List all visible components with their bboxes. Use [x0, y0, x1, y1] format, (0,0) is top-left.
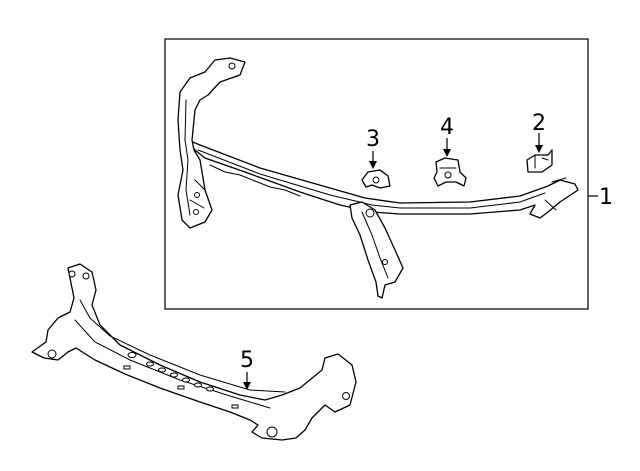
bracket-2-part[interactable]: [526, 149, 553, 173]
callout-2-arrow-icon: [535, 145, 543, 153]
lower-tie-bar-part[interactable]: [31, 263, 357, 441]
bracket-4-part[interactable]: [433, 157, 467, 187]
callout-4-label[interactable]: 4: [440, 115, 454, 140]
bracket-3-part[interactable]: [361, 169, 391, 189]
callout-2-label[interactable]: 2: [532, 111, 546, 136]
callout-1-label[interactable]: 1: [599, 185, 613, 210]
assembly-frame: [164, 38, 589, 310]
callout-5-label[interactable]: 5: [240, 348, 254, 373]
callout-5-arrow-icon: [243, 382, 251, 390]
callout-3-label[interactable]: 3: [366, 127, 380, 152]
radiator-support-part[interactable]: [177, 57, 579, 299]
callout-4-arrow-icon: [443, 149, 451, 157]
callout-3-arrow-icon: [369, 161, 377, 169]
